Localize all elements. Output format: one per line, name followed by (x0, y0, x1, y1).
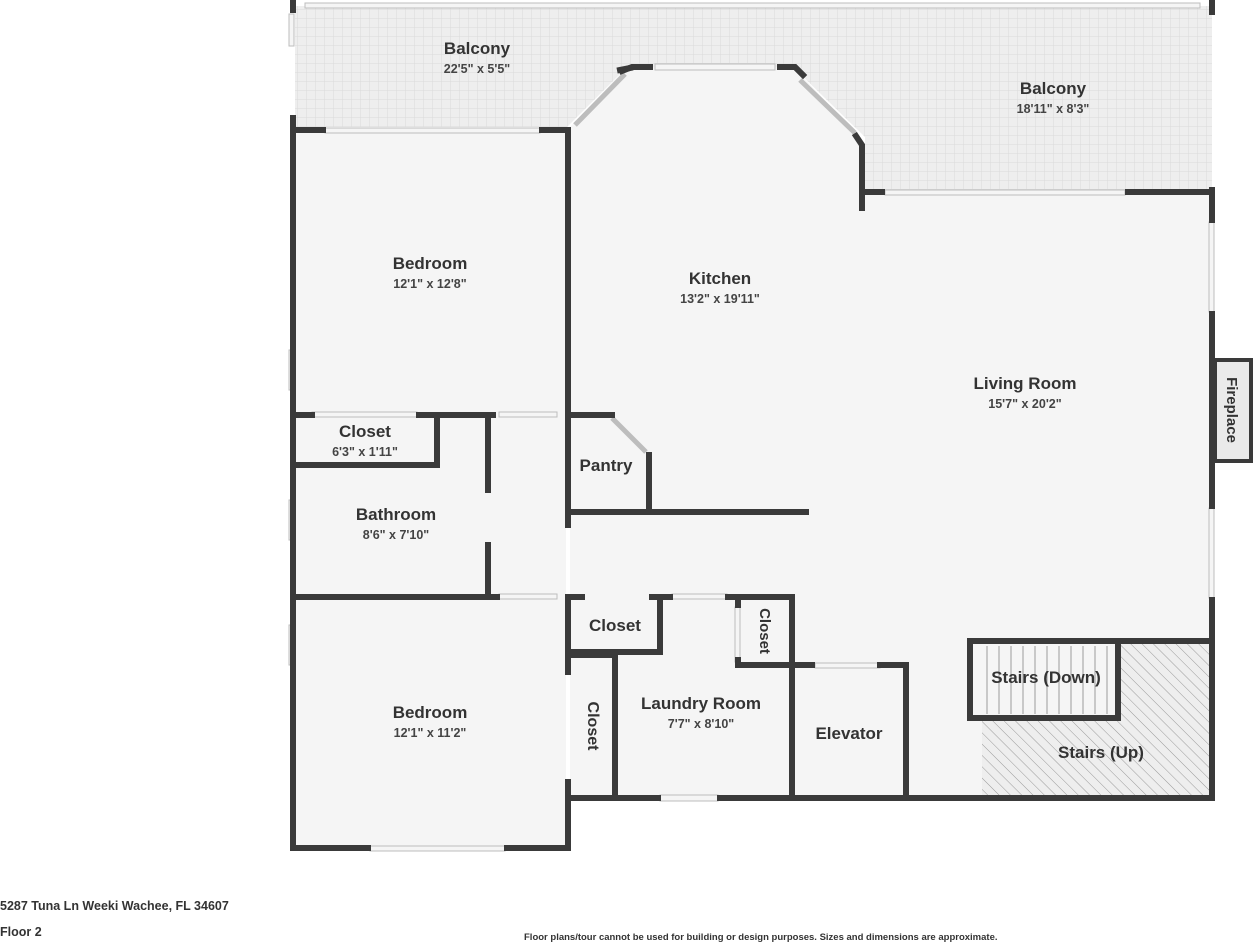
property-address: 5287 Tuna Ln Weeki Wachee, FL 34607 (0, 899, 229, 913)
closet-top-name: Closet (339, 422, 391, 441)
fireplace-box (1213, 358, 1253, 463)
floor-label: Floor 2 (0, 925, 42, 939)
bedroom-bottom-name: Bedroom (393, 703, 468, 722)
interior-floor (295, 67, 1212, 848)
pantry-name: Pantry (580, 456, 633, 475)
closet-top-dims: 6'3" x 1'11" (332, 445, 398, 459)
balcony-right-name: Balcony (1020, 79, 1087, 98)
bedroom-bottom-dims: 12'1" x 11'2" (394, 726, 467, 740)
balcony-left-name: Balcony (444, 39, 511, 58)
bathroom-name: Bathroom (356, 505, 436, 524)
elevator-name: Elevator (815, 724, 882, 743)
stairs-down-treads (973, 643, 1118, 716)
kitchen-dims: 13'2" x 19'11" (680, 292, 760, 306)
kitchen-name: Kitchen (689, 269, 751, 288)
bathroom-dims: 8'6" x 7'10" (363, 528, 430, 542)
walls (290, 0, 1215, 851)
stairs-up-name: Stairs (Up) (1058, 743, 1144, 762)
closet-laundry-name: Closet (756, 608, 773, 654)
laundry-room-name: Laundry Room (641, 694, 761, 713)
balcony-left-dims: 22'5" x 5'5" (444, 62, 511, 76)
living-room-name: Living Room (974, 374, 1077, 393)
stairs-down-name: Stairs (Down) (991, 668, 1101, 687)
bedroom-top-dims: 12'1" x 12'8" (393, 277, 466, 291)
balcony-floor (295, 6, 1212, 190)
room-labels: Balcony 22'5" x 5'5" Balcony 18'11" x 8'… (332, 39, 1240, 762)
fireplace-label: Fireplace (1223, 377, 1240, 443)
living-room-dims: 15'7" x 20'2" (988, 397, 1061, 411)
balcony-right-dims: 18'11" x 8'3" (1017, 102, 1090, 116)
closet-vertical-name: Closet (584, 702, 601, 752)
laundry-room-dims: 7'7" x 8'10" (668, 717, 735, 731)
bay-windows (573, 72, 857, 454)
closet-mid-name: Closet (589, 616, 641, 635)
disclaimer: Floor plans/tour cannot be used for buil… (524, 932, 998, 943)
bedroom-top-name: Bedroom (393, 254, 468, 273)
